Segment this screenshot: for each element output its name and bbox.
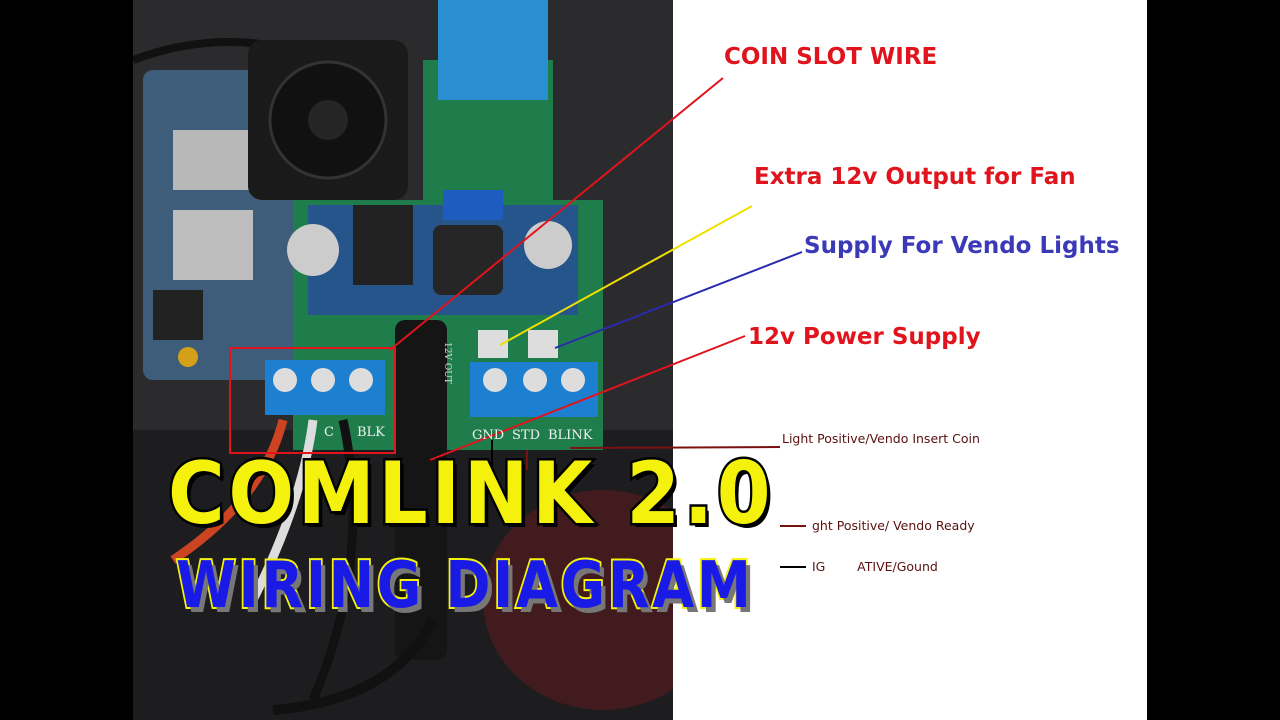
pcb-label-blink: BLINK [548, 428, 593, 443]
left-letterbox [0, 0, 133, 720]
dc-jack [395, 320, 447, 660]
label-supply-vendo-lights: Supply For Vendo Lights [804, 233, 1120, 259]
title-comlink: COMLINK 2.0 [166, 444, 775, 545]
pcb-label-gnd: GND [472, 428, 505, 443]
pcb-label-out: 12V OUT [442, 342, 452, 384]
leader-insert-coin [569, 446, 781, 449]
coin-slot-highlight [229, 347, 396, 454]
leader-extra-12v [499, 205, 753, 346]
pcb-label-c: C [324, 425, 334, 440]
leader-coin-slot [389, 77, 724, 351]
note-insert-coin: Light Positive/Vendo Insert Coin [782, 431, 980, 446]
title-wiring-diagram: WIRING DIAGRAM [174, 548, 754, 624]
note-ground: IG ATIVE/Gound [812, 559, 938, 574]
right-letterbox [1147, 0, 1280, 720]
label-12v-power-supply: 12v Power Supply [748, 324, 981, 350]
board-photo [133, 0, 673, 720]
annotation-panel [673, 0, 1147, 720]
note-ready: ght Positive/ Vendo Ready [812, 518, 975, 533]
leader-vendo-lights [554, 251, 803, 349]
pcb-label-blk: BLK [357, 425, 385, 440]
leader-power-supply [429, 335, 746, 461]
board-illustration [133, 0, 673, 720]
label-coin-slot-wire: COIN SLOT WIRE [724, 44, 938, 70]
label-extra-12v-output: Extra 12v Output for Fan [754, 164, 1076, 190]
relay [438, 0, 548, 100]
pcb-label-std: STD [512, 428, 540, 443]
